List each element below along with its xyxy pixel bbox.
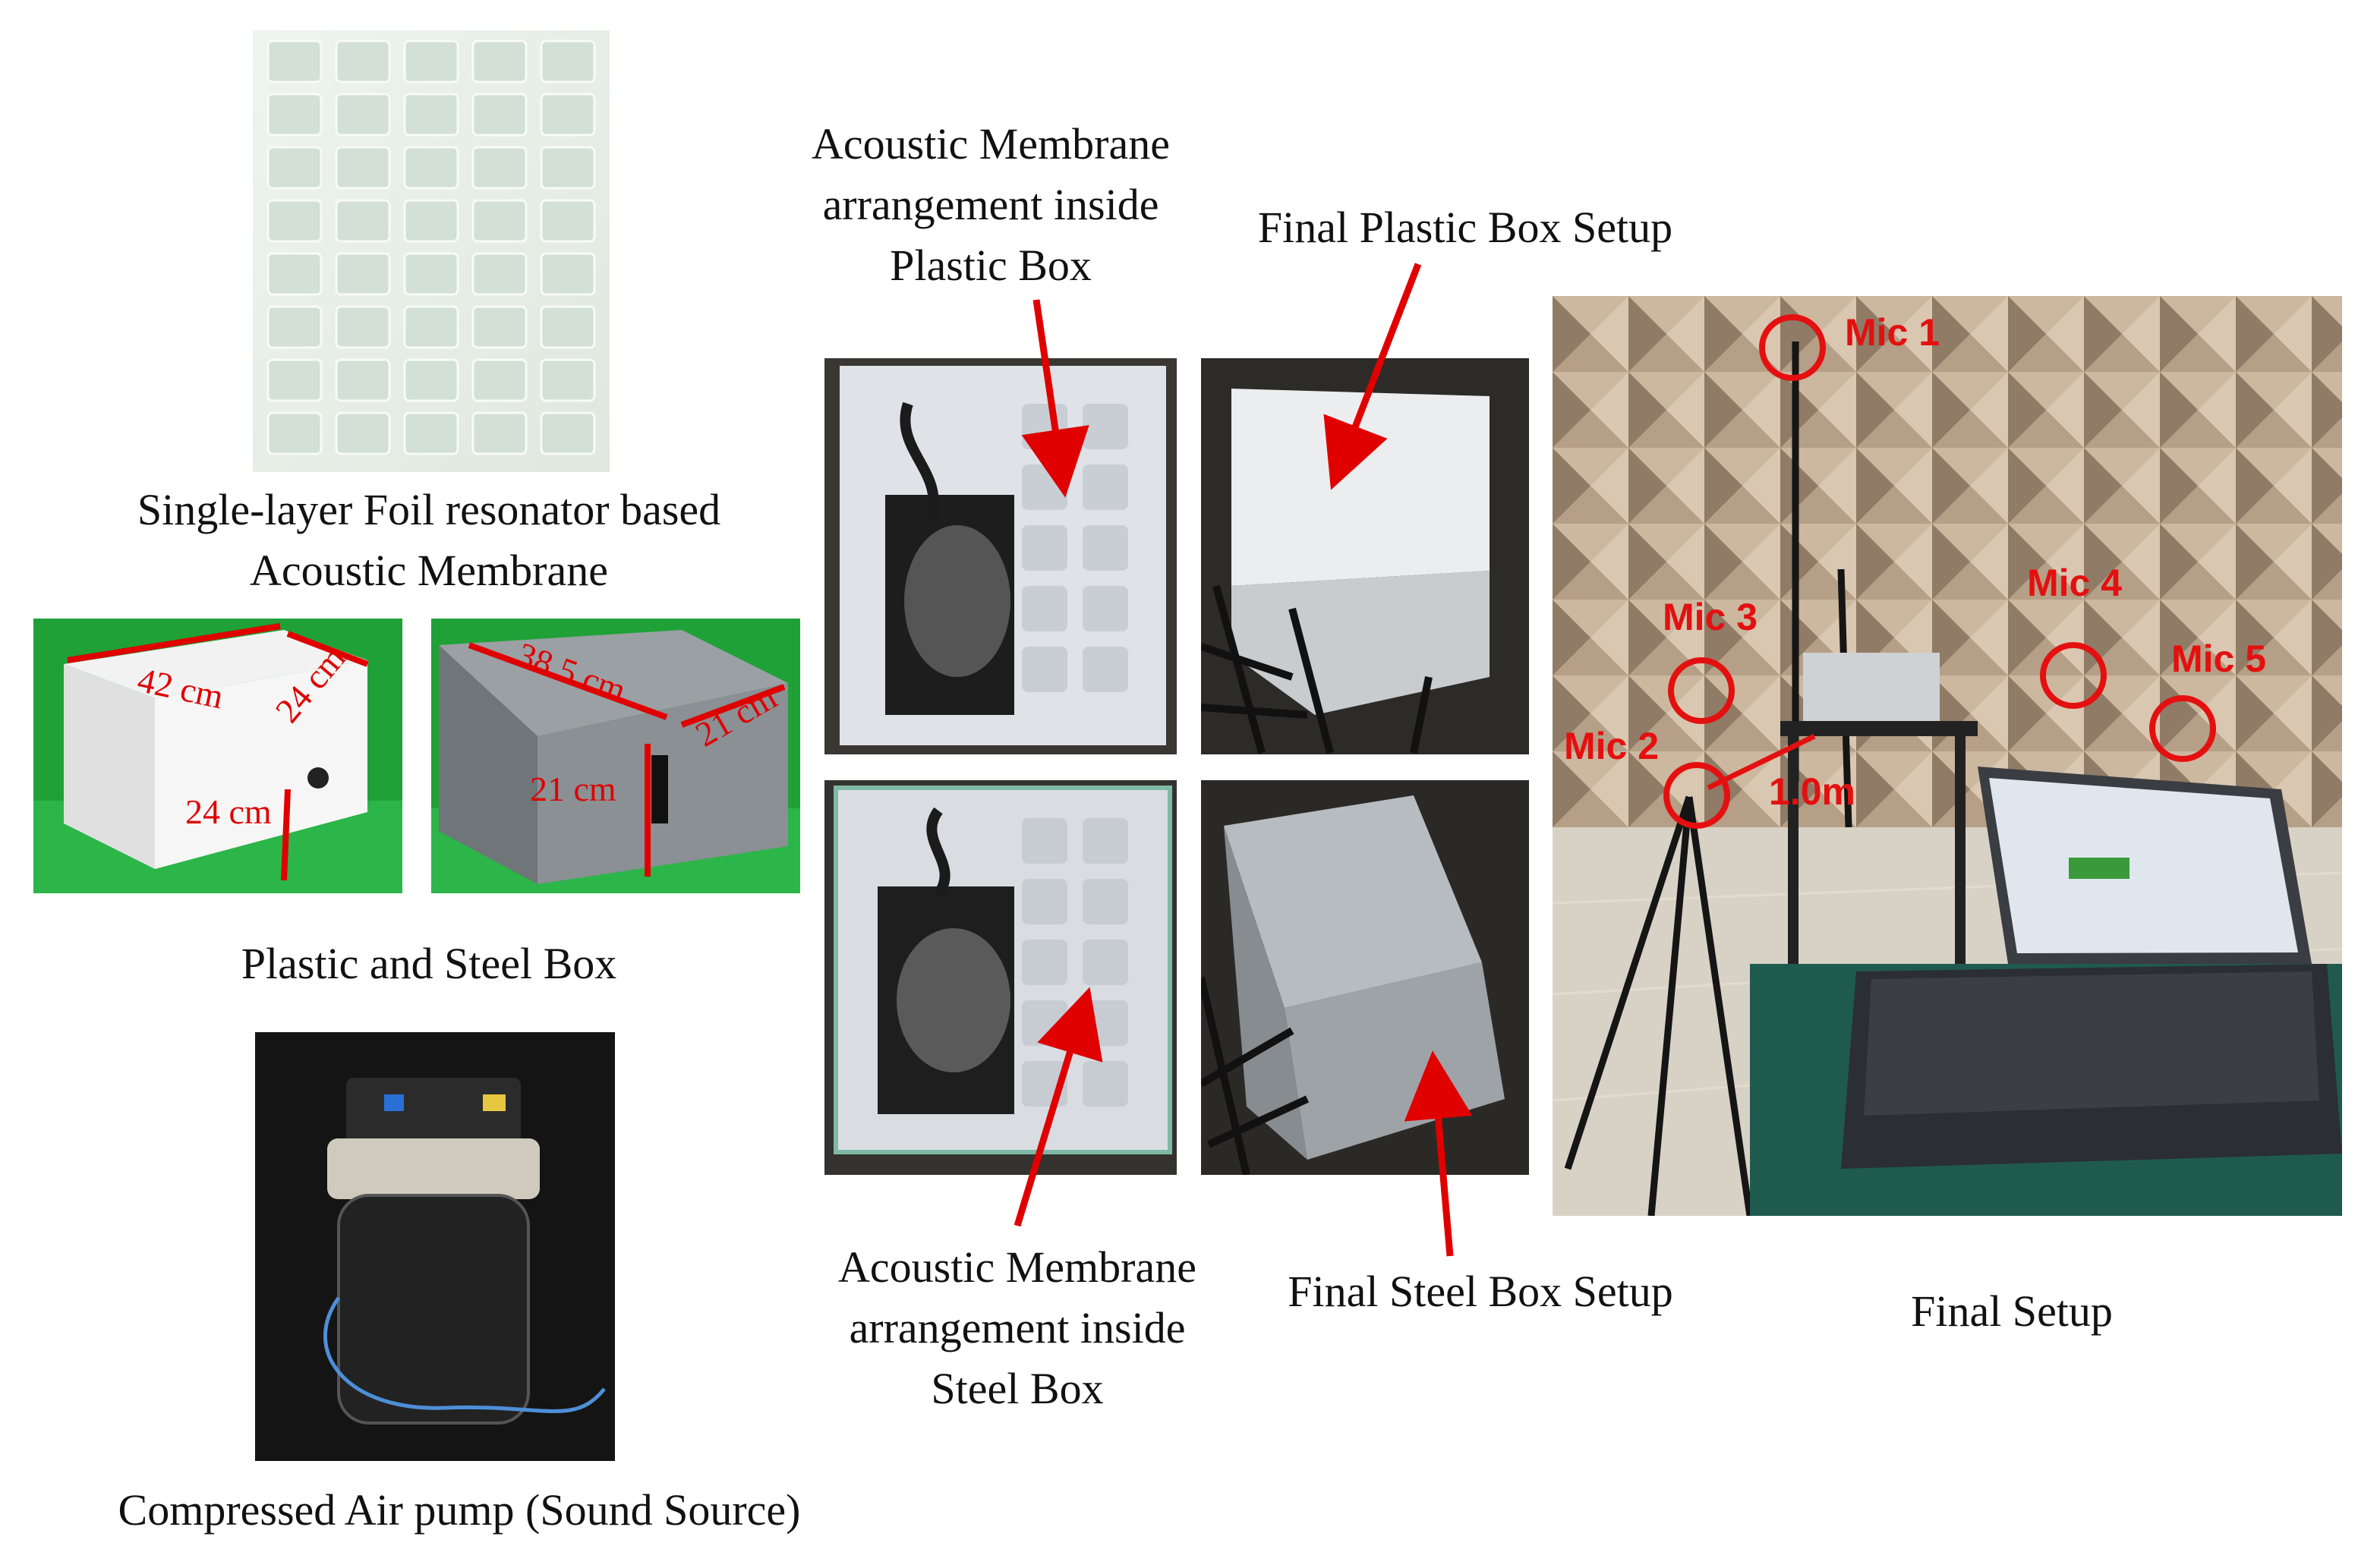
- distance-label: 1.0m: [1769, 770, 1855, 813]
- steel-box-photo: 38.5 cm 21 cm 21 cm: [431, 619, 800, 893]
- plastic-arrangement-photo: [824, 358, 1177, 754]
- membrane-cell: [540, 39, 596, 83]
- membrane-cell: [266, 199, 323, 243]
- plastic-box-photo: 42 cm 24 cm 24 cm: [33, 619, 402, 893]
- mic2-label: Mic 2: [1564, 725, 1659, 767]
- membrane-cell: [403, 411, 459, 455]
- plastic-arrangement-caption: Acoustic Membrane arrangement inside Pla…: [812, 119, 1170, 290]
- boxes-caption: Plastic and Steel Box: [241, 939, 617, 988]
- steel-final-arrow: [1404, 1050, 1473, 1257]
- steel-arrangement-photo: [824, 780, 1177, 1175]
- plastic-final-arrow: [1323, 263, 1422, 490]
- membrane-cell: [403, 199, 459, 243]
- membrane-cell: [266, 305, 323, 349]
- membrane-cell: [266, 39, 323, 83]
- air-pump-photo: [255, 1032, 615, 1461]
- membrane-cell: [540, 358, 596, 402]
- membrane-cell: [266, 146, 323, 190]
- membrane-photo: [253, 30, 610, 472]
- membrane-cell: [335, 358, 391, 402]
- steel-arrangement-caption: Acoustic Membrane arrangement inside Ste…: [838, 1242, 1196, 1413]
- membrane-cell: [335, 252, 391, 296]
- membrane-cell: [471, 358, 528, 402]
- membrane-cell: [471, 305, 528, 349]
- final-setup-caption: Final Setup: [1911, 1286, 2113, 1336]
- membrane-cell: [471, 146, 528, 190]
- mic3-label: Mic 3: [1663, 596, 1758, 638]
- membrane-cell: [266, 411, 323, 455]
- membrane-cell: [471, 199, 528, 243]
- membrane-cell: [540, 146, 596, 190]
- membrane-cell: [540, 199, 596, 243]
- membrane-cell: [540, 411, 596, 455]
- membrane-cell: [335, 39, 391, 83]
- mic5-label: Mic 5: [2171, 638, 2266, 680]
- membrane-cell: [335, 93, 391, 137]
- membrane-cell: [403, 305, 459, 349]
- plastic-final-caption: Final Plastic Box Setup: [1257, 203, 1673, 252]
- membrane-cell: [403, 358, 459, 402]
- final-setup-photo: Mic 1 Mic 2 Mic 3 Mic 4 Mic 5 1.0m: [1553, 296, 2342, 1216]
- mic1-label: Mic 1: [1845, 311, 1940, 354]
- membrane-cell: [540, 305, 596, 349]
- membrane-caption: Single-layer Foil resonator based Acoust…: [137, 485, 721, 595]
- membrane-cell: [540, 252, 596, 296]
- pump-caption: Compressed Air pump (Sound Source): [118, 1485, 801, 1535]
- membrane-cell: [540, 93, 596, 137]
- membrane-cell: [471, 411, 528, 455]
- membrane-cell: [266, 93, 323, 137]
- membrane-cell: [335, 411, 391, 455]
- membrane-cell: [403, 39, 459, 83]
- plastic-arrangement-arrow: [1021, 299, 1089, 498]
- membrane-cell: [403, 93, 459, 137]
- steel-height-label: 21 cm: [530, 770, 616, 808]
- membrane-cell: [471, 252, 528, 296]
- membrane-cell: [403, 146, 459, 190]
- membrane-cell: [335, 146, 391, 190]
- plastic-height-label: 24 cm: [185, 792, 272, 831]
- membrane-cell: [403, 252, 459, 296]
- membrane-cell: [335, 199, 391, 243]
- membrane-cell: [266, 358, 323, 402]
- steel-final-caption: Final Steel Box Setup: [1288, 1267, 1673, 1316]
- membrane-cell: [335, 305, 391, 349]
- membrane-cell: [471, 93, 528, 137]
- membrane-cell: [471, 39, 528, 83]
- steel-arrangement-arrow: [1014, 987, 1103, 1227]
- mic4-label: Mic 4: [2027, 562, 2122, 604]
- membrane-cell: [266, 252, 323, 296]
